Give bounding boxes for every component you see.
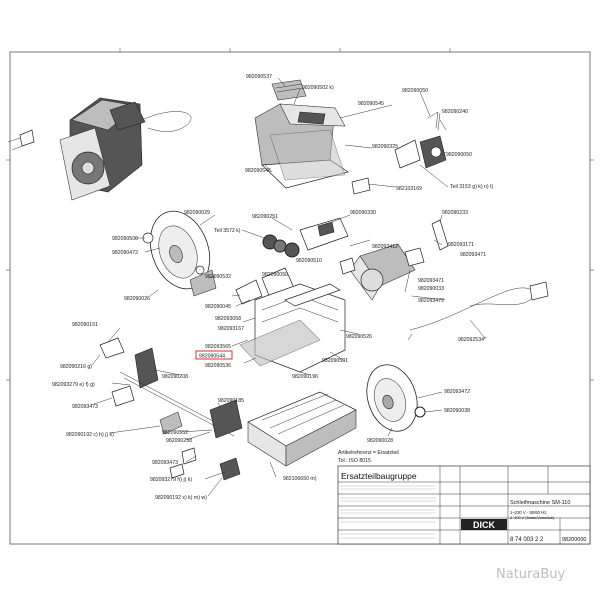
- callout-982093565: 982093565: [205, 344, 231, 350]
- callout-982093279-hjk: 982093279 h) j) k): [150, 477, 192, 483]
- title-block-machine: Schleifmaschine SM-110: [510, 500, 570, 506]
- callout-982090028: 982090028: [367, 438, 393, 444]
- callout-982090233: 982090233: [442, 210, 468, 216]
- title-block-title: Ersatzteilbaugruppe: [341, 471, 417, 481]
- machine-frame: [235, 279, 346, 373]
- frame-ticks: [6, 48, 594, 381]
- left-grinding-wheel-guard: [142, 210, 217, 297]
- callout-982090050-mid: 982090050: [262, 272, 288, 278]
- callout-teil-3153: Teil 3153 g) k) n) t): [450, 184, 494, 190]
- legend-line-1: Artikelreferenz = Ersatzteil: [338, 450, 399, 456]
- callout-982090050-top: 982090050: [402, 88, 428, 94]
- right-grinding-wheel-guard: [366, 364, 426, 432]
- callout-982090050-right: 982090050: [446, 152, 472, 158]
- callout-982093471-mid: 982093471: [418, 278, 444, 284]
- callout-982090033: 982090033: [418, 286, 444, 292]
- callout-982090472: 982090472: [112, 250, 138, 256]
- company-logo: [461, 519, 507, 530]
- callout-982090038: 982090038: [444, 408, 470, 414]
- callout-982090536: 982090536: [205, 363, 231, 369]
- callout-982090532: 982090532: [205, 274, 231, 280]
- callout-982090192-xkmw: 982090192 x) k) m) w): [155, 495, 207, 501]
- callout-982093472-mid: 982093472: [418, 298, 444, 304]
- callout-982090510: 982090510: [296, 258, 322, 264]
- callout-982093473-left: 982093473: [72, 404, 98, 410]
- callout-982090544-highlighted: 982090544: [199, 354, 225, 360]
- callout-982090208: 982090208: [162, 374, 188, 380]
- collection-tray: [247, 391, 357, 467]
- callout-982106650: 982106650 m): [283, 476, 317, 482]
- callout-982093279-efg: 982093279 e) f) g): [52, 382, 95, 388]
- callout-982090501: 982090501: [322, 358, 348, 364]
- title-block: Ersatzteilbaugruppe Schleifmaschine SM-1…: [337, 465, 591, 545]
- callout-982103169: 982103169: [396, 186, 422, 192]
- drawing-frame: [9, 51, 591, 545]
- callout-982090545: 982090545: [358, 101, 384, 107]
- callout-982090258: 982090258: [166, 438, 192, 444]
- leader-lines: [90, 77, 486, 497]
- callout-teil-3572: Teil 3572 k): [214, 228, 241, 234]
- right-small-parts: [351, 111, 447, 195]
- callout-982093471-top: 982093471: [460, 252, 486, 258]
- callout-982090546: 982090546: [245, 168, 271, 174]
- highlighted-part-box: [195, 350, 233, 360]
- feeder-rail-assembly: [99, 337, 243, 481]
- callout-982093167: 982093167: [218, 326, 244, 332]
- title-block-voltage: 1~230 V - 50/60 Hz,: [510, 510, 547, 515]
- callout-982090196: 982090196: [292, 374, 318, 380]
- callout-982090500: 982090500: [112, 236, 138, 242]
- callout-982090216: 982090216 g): [60, 364, 92, 370]
- callout-982090192-chjk: 982090192 c) h) j) k): [66, 432, 114, 438]
- callout-982093171: 982093171: [448, 242, 474, 248]
- callout-982090151: 982090151: [72, 322, 98, 328]
- spindle-assembly: [261, 217, 349, 299]
- callout-982090045: 982090045: [205, 304, 231, 310]
- power-cable: [407, 281, 549, 341]
- title-block-part-number: 98200000: [562, 537, 586, 543]
- callout-982090526: 982090526: [346, 334, 372, 340]
- callout-982093058: 982093058: [215, 316, 241, 322]
- callout-982090026: 982090026: [124, 296, 150, 302]
- callout-982093473-bottom: 982093473: [152, 460, 178, 466]
- callout-982090029: 982090029: [184, 210, 210, 216]
- motor-assembly: [339, 219, 449, 301]
- callout-982090552: 982090552: [162, 430, 188, 436]
- part-callouts: 982090537 982090502 k) 982090545 9820900…: [52, 74, 494, 501]
- callout-982090325: 982090325: [372, 144, 398, 150]
- callout-982093472-right: 982093472: [444, 389, 470, 395]
- company-logo-text: DICK: [473, 520, 495, 530]
- title-block-drawing-number: 8 74 003 2 2: [510, 537, 544, 543]
- callout-982090330: 982090330: [350, 210, 376, 216]
- assembled-machine-illustration: [7, 97, 192, 201]
- callout-982090240: 982090240: [442, 109, 468, 115]
- callout-982090537: 982090537: [246, 74, 272, 80]
- top-covers: [254, 79, 349, 189]
- callout-982090251: 982090251: [252, 214, 278, 220]
- callout-982092534: 982092534*: [458, 337, 486, 343]
- legend-line-2: Tol.: ISO 8015: [338, 458, 371, 464]
- title-block-voltage-2: 3~400 V (Motor/Vorschub): [510, 516, 555, 520]
- callout-982090502: 982090502 k): [302, 85, 334, 91]
- watermark: NaturaBuy: [496, 567, 565, 582]
- callout-982090185: 982090185: [218, 398, 244, 404]
- callout-982093412: 982093412: [372, 244, 398, 250]
